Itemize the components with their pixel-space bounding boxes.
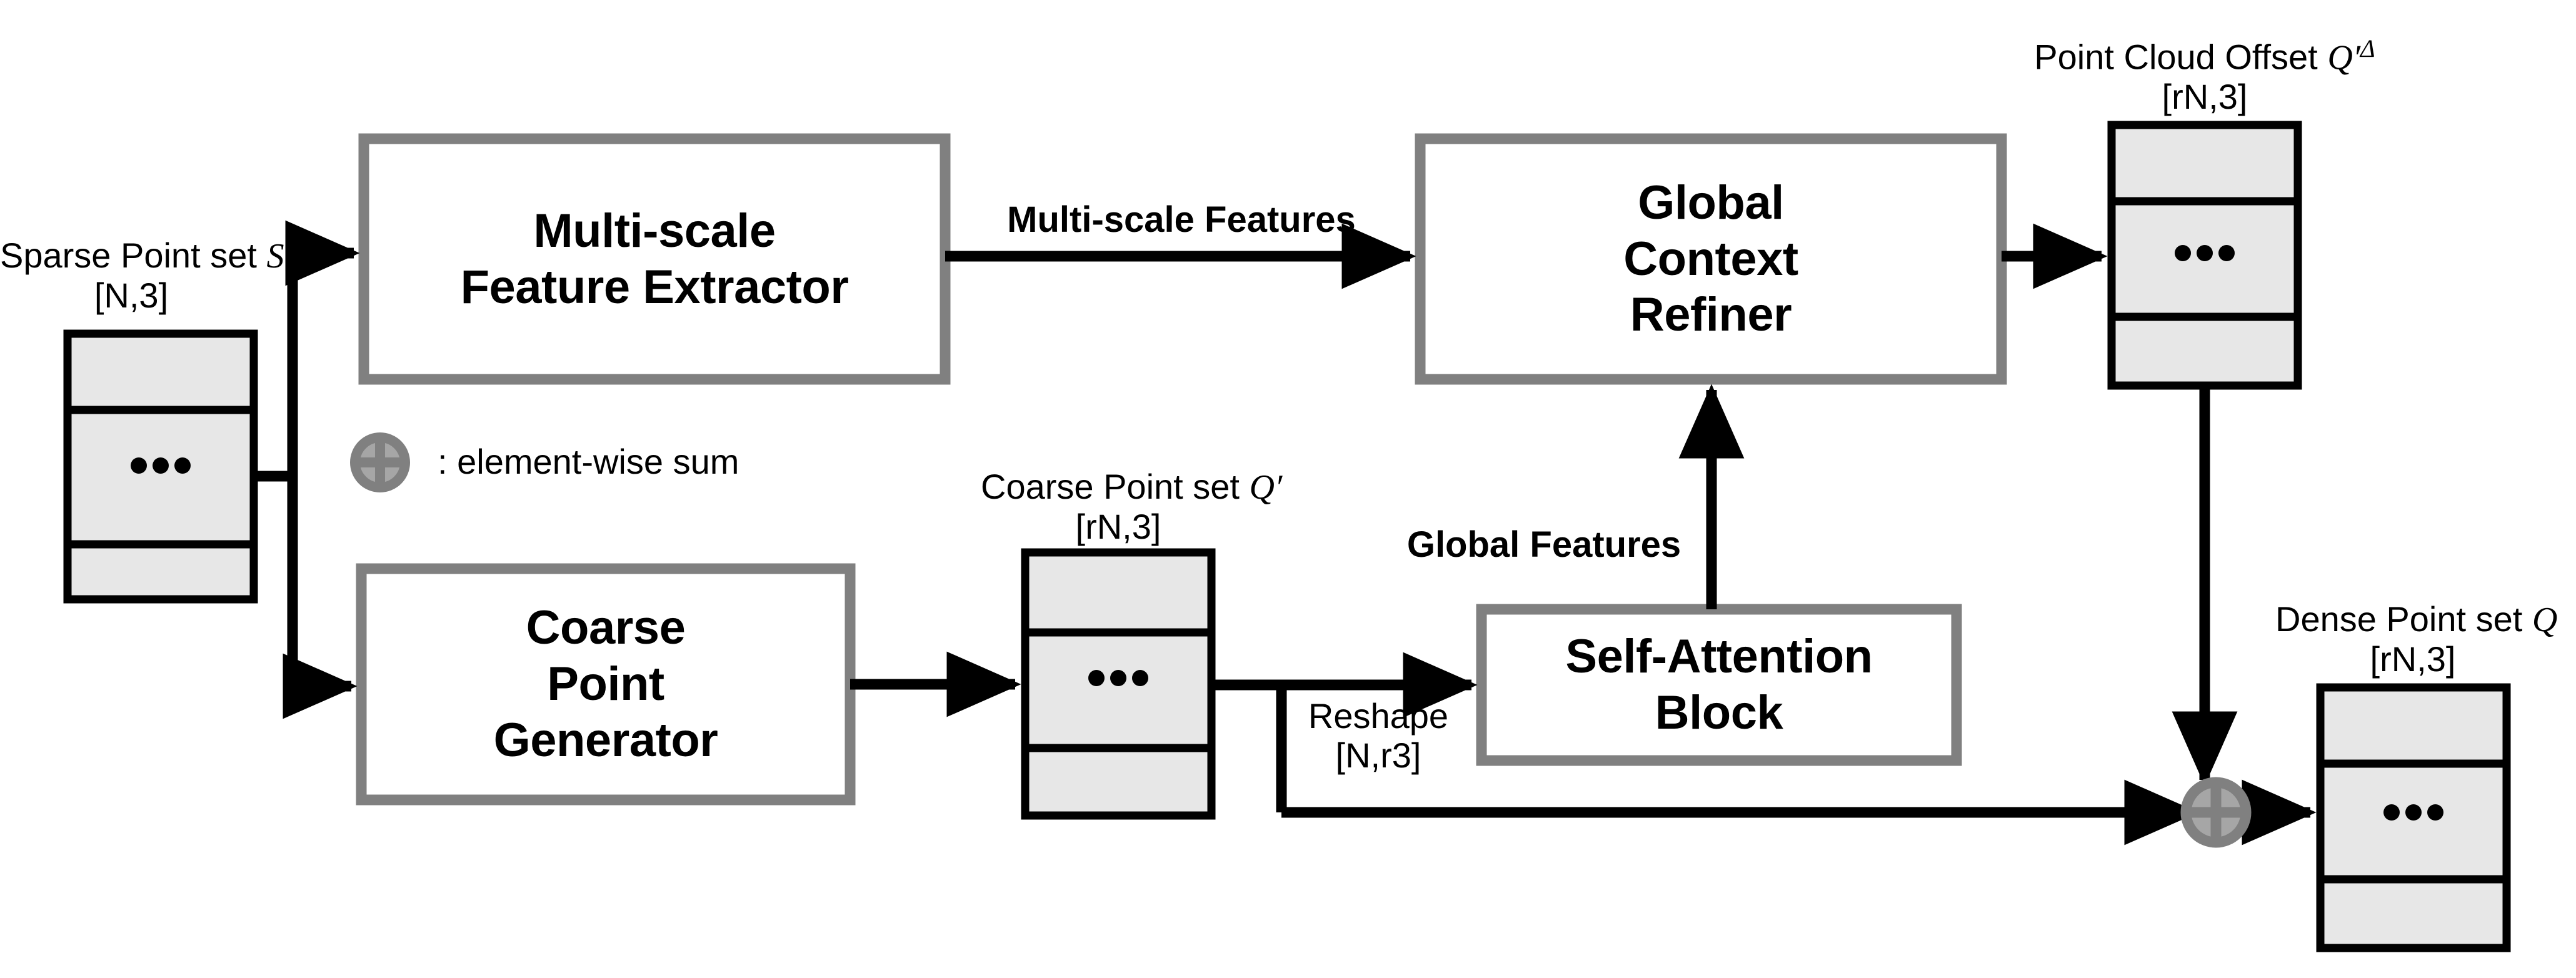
block-line: Self-Attention xyxy=(1565,630,1873,684)
caption-name: Coarse Point set xyxy=(981,467,1240,506)
block-line: Generator xyxy=(493,713,718,767)
caption-symbol: Q xyxy=(2532,601,2558,639)
pointset-box-sparse-point-set xyxy=(63,329,258,604)
legend-label-element-wise-sum: : element-wise sum xyxy=(438,442,739,481)
block-label-multi-scale-feature-extractor: Multi-scale Feature Extractor xyxy=(364,139,945,379)
block-multi-scale-feature-extractor[interactable] xyxy=(358,133,951,385)
caption-sparse-point-set: Sparse Point set S [N,3] xyxy=(0,236,284,315)
caption-superscript: Δ xyxy=(2360,34,2375,62)
block-line: Feature Extractor xyxy=(460,260,849,314)
block-self-attention-block[interactable] xyxy=(1476,604,1962,766)
pointset-box-coarse-point-set xyxy=(1021,548,1216,820)
reshape-shape: [N,r3] xyxy=(1335,735,1421,775)
caption-name: Sparse Point set xyxy=(0,236,257,275)
caption-coarse-point-set: Coarse Point set Q′ [rN,3] xyxy=(981,467,1282,546)
caption-symbol: S xyxy=(266,237,284,276)
block-label-global-context-refiner: Global Context Refiner xyxy=(1420,139,2002,379)
caption-shape: [rN,3] xyxy=(2370,639,2456,679)
caption-shape: [rN,3] xyxy=(2162,77,2248,117)
element-wise-sum-node[interactable] xyxy=(2180,777,2252,848)
block-line: Point xyxy=(547,657,664,711)
caption-shape: [N,3] xyxy=(94,275,169,315)
caption-dense-point-set: Dense Point set Q [rN,3] xyxy=(2275,599,2557,679)
caption-name: Point Cloud Offset xyxy=(2034,37,2318,77)
pointset-box-point-cloud-offset xyxy=(2107,121,2302,390)
block-label-self-attention-block: Self-Attention Block xyxy=(1481,609,1957,761)
caption-point-cloud-offset: Point Cloud Offset Q′Δ [rN,3] xyxy=(2023,34,2386,117)
block-line: Refiner xyxy=(1630,288,1792,342)
block-line: Multi-scale xyxy=(533,204,776,257)
caption-name: Dense Point set xyxy=(2275,599,2523,639)
block-line: Global xyxy=(1638,176,1784,229)
caption-symbol: Q′ xyxy=(2327,38,2361,77)
pointset-ellipsis-dots xyxy=(131,245,2443,821)
reshape-text: Reshape xyxy=(1308,696,1449,736)
caption-symbol: Q′ xyxy=(1249,468,1283,507)
block-coarse-point-generator[interactable] xyxy=(356,563,856,806)
caption-shape: [rN,3] xyxy=(1075,506,1161,546)
block-global-context-refiner[interactable] xyxy=(1415,133,2007,385)
block-line: Coarse xyxy=(526,601,686,655)
edge-label-multi-scale-features: Multi-scale Features xyxy=(1007,199,1356,240)
block-line: Context xyxy=(1623,232,1798,286)
edge-label-reshape: Reshape [N,r3] xyxy=(1288,696,1469,775)
pointset-box-dense-point-set xyxy=(2316,683,2511,952)
legend-sum-icon xyxy=(350,432,410,492)
block-line: Block xyxy=(1655,686,1783,739)
block-label-coarse-point-generator: Coarse Point Generator xyxy=(361,569,850,800)
edge-label-global-features: Global Features xyxy=(1406,524,1681,565)
